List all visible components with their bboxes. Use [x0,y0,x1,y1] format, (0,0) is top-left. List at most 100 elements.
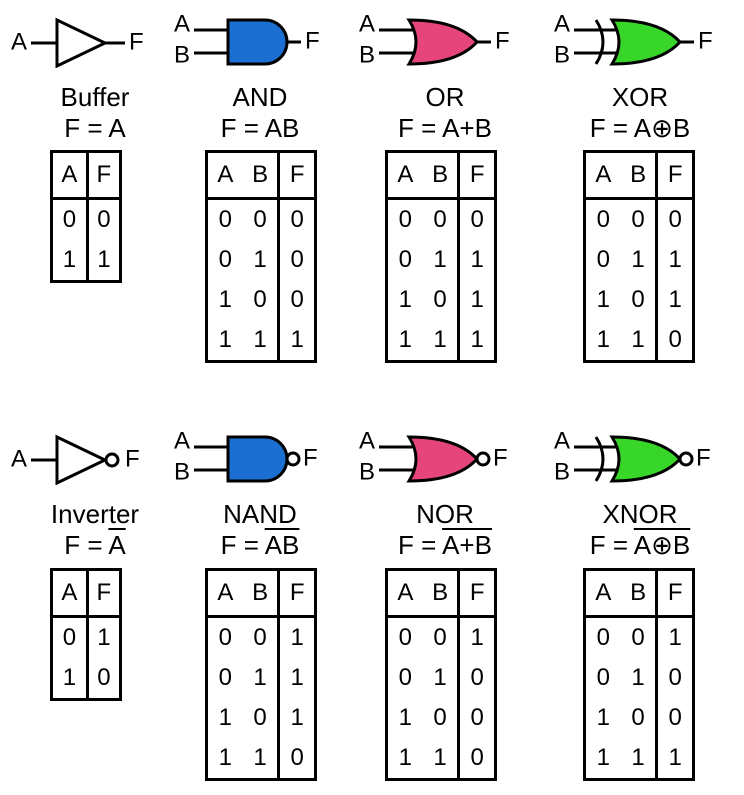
expression-rhs: A [108,113,126,143]
xor-input-arc [594,19,605,65]
inversion-bubble [285,451,301,467]
truth-table-cell: 1 [398,286,413,313]
truth-table-cell: 0 [655,698,694,738]
truth-table-header-a: A [386,569,423,618]
truth-table-cell: 1 [433,326,447,353]
truth-table-cell: 1 [398,326,413,353]
truth-table-cell: 0 [277,240,316,280]
inversion-bubble [475,451,491,467]
truth-table-cell: 1 [85,616,121,658]
truth-table-cell: 1 [433,744,447,771]
truth-table-cell: 0 [253,704,267,731]
pin-label: B [359,41,375,68]
truth-table-cell: 0 [85,658,121,700]
truth-table-cell: 1 [596,286,611,313]
and-gate-body [226,435,289,483]
pin-label: A [554,427,570,454]
and-gate-name: AND [232,82,288,112]
truth-table-header-b: B [242,569,279,618]
expression-lhs: F = [220,113,265,143]
truth-table-cell: 0 [433,286,447,313]
or-gate-body [406,18,480,66]
truth-table-cell: 0 [457,658,496,698]
pin-label: B [174,41,190,68]
or-gate-symbol: ABF [359,10,510,68]
truth-table-cell: 1 [218,326,233,353]
or-expression: F = A+B [355,114,535,142]
truth-table-header-b: B [620,151,657,200]
truth-table-cell: 1 [62,246,77,273]
truth-table-cell: 1 [253,744,267,771]
truth-table-cell: 0 [62,624,77,651]
truth-table-cell: 0 [398,664,413,691]
pin-label: A [174,10,190,37]
truth-table-cell: 1 [457,280,496,320]
pin-label: A [359,427,375,454]
truth-table-cell: 1 [631,246,645,273]
truth-table-cell: 1 [253,246,267,273]
output-label: F [698,27,713,54]
truth-table-cell: 1 [457,616,496,658]
truth-table-cell: 1 [596,704,611,731]
expression-lhs: F = [64,113,109,143]
truth-table-cell: 0 [457,198,496,240]
truth-table-cell: 1 [655,240,694,280]
nor-expression: F = A+B [355,531,535,559]
truth-table-cell: 0 [596,664,611,691]
truth-table-cell: 1 [277,658,316,698]
truth-table-cell: 0 [253,286,267,313]
truth-table-cell: 1 [631,744,645,771]
output-label: F [696,444,711,471]
nor-gate-name: NOR [416,499,474,529]
truth-table-cell: 0 [398,246,413,273]
truth-table-header-f: F [85,569,121,618]
truth-table-cell: 1 [218,744,233,771]
truth-table-cell: 0 [655,658,694,698]
output-label: F [495,27,510,54]
truth-table-cell: 0 [277,280,316,320]
buffer-gate-name: Buffer [60,82,130,112]
truth-table-cell: 1 [631,326,645,353]
truth-table-cell: 0 [398,624,413,651]
truth-table-cell: 0 [398,206,413,233]
truth-table-header-a: A [206,151,243,200]
truth-table-cell: 1 [433,246,447,273]
pin-label: A [11,28,27,55]
truth-table-cell: 0 [85,198,121,240]
xor-gate-symbol: ABF [554,10,713,68]
truth-table-cell: 0 [277,738,316,780]
buffer-triangle [55,434,109,485]
output-label: F [129,28,144,55]
truth-table-cell: 0 [433,704,447,731]
pin-label: B [359,458,375,485]
or-gate-body [406,435,480,483]
truth-table-cell: 0 [218,246,233,273]
truth-table-header-f: F [457,569,496,618]
pin-label: A [554,10,570,37]
truth-table-header-f: F [655,151,694,200]
expression-rhs: A⊕B [633,113,691,143]
truth-table-cell: 0 [253,206,267,233]
truth-table-cell: 0 [218,624,233,651]
truth-table-cell: 1 [398,744,413,771]
truth-table-header-f: F [655,569,694,618]
pin-label: B [554,458,570,485]
truth-table-cell: 0 [218,664,233,691]
